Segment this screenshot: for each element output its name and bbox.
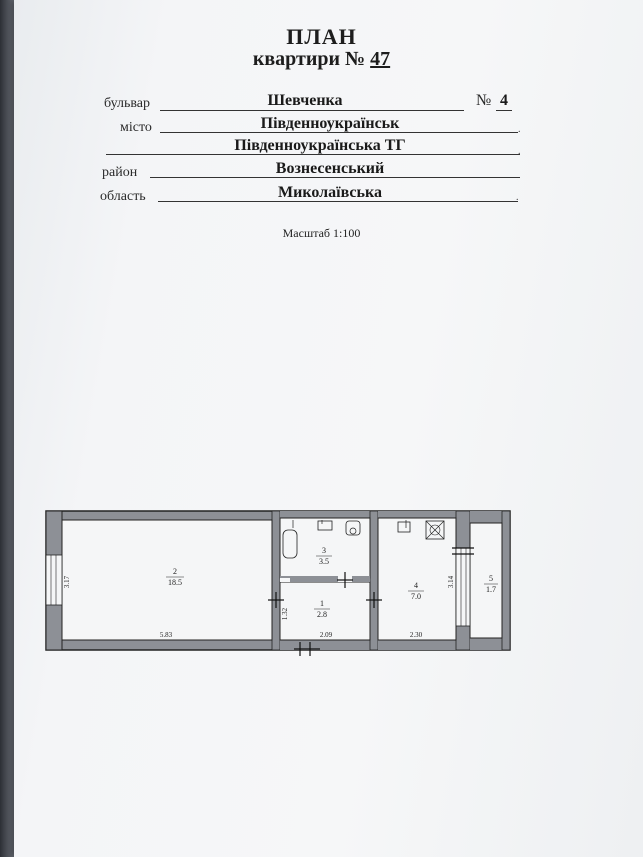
community-value: Південноукраїнська ТГ bbox=[234, 137, 406, 154]
document-page bbox=[14, 0, 643, 857]
page-binding-edge bbox=[0, 0, 14, 857]
room-3-number: 3 bbox=[322, 546, 326, 555]
district-value: Вознесенський bbox=[275, 160, 385, 177]
room-4-area: 7.0 bbox=[411, 592, 421, 601]
scale-label: Масштаб 1:100 bbox=[282, 226, 361, 240]
region-underline bbox=[158, 201, 518, 202]
room-2-area: 18.5 bbox=[168, 578, 182, 587]
street-label: бульвар bbox=[104, 96, 150, 111]
dim-room2-width: 5.83 bbox=[160, 631, 173, 639]
room-3-area: 3.5 bbox=[319, 557, 329, 566]
dim-kitchen-width: 2.30 bbox=[410, 631, 423, 639]
district-label: район bbox=[102, 165, 138, 180]
room-4-number: 4 bbox=[414, 581, 418, 590]
house-label: № bbox=[476, 92, 492, 109]
room-1-area: 2.8 bbox=[317, 610, 327, 619]
street-underline bbox=[160, 110, 464, 111]
community-underline bbox=[106, 154, 520, 155]
district-row: район Вознесенський bbox=[0, 160, 643, 181]
apartment-subtitle: квартири № 47 bbox=[0, 48, 643, 71]
district-underline bbox=[150, 177, 520, 178]
dimension-labels: 3.17 5.83 1.32 2.09 2.30 3.14 bbox=[63, 575, 455, 639]
room-2-number: 2 bbox=[173, 567, 177, 576]
subtitle-prefix: квартири № bbox=[252, 48, 366, 70]
region-value: Миколаївська bbox=[278, 184, 382, 201]
kitchen-sink-icon bbox=[397, 521, 411, 533]
house-value: 4 bbox=[500, 92, 508, 109]
dim-left-height: 3.17 bbox=[63, 575, 71, 588]
street-value: Шевченка bbox=[267, 92, 343, 109]
region-row: область Миколаївська . bbox=[100, 184, 519, 204]
dim-hall-height: 1.32 bbox=[281, 607, 289, 620]
apartment-number: 47 bbox=[370, 48, 391, 70]
community-row: Південноукраїнська ТГ . bbox=[0, 137, 643, 158]
dim-hall-width: 2.09 bbox=[320, 631, 333, 639]
door-marks bbox=[268, 547, 474, 656]
toilet-icon bbox=[345, 520, 361, 536]
window-left bbox=[45, 554, 63, 606]
page-title: ПЛАН bbox=[286, 24, 357, 49]
stove-icon bbox=[425, 520, 445, 540]
window-balcony bbox=[455, 547, 471, 627]
region-label: область bbox=[100, 189, 146, 204]
room-5-number: 5 bbox=[489, 574, 493, 583]
bathtub-icon bbox=[282, 529, 298, 559]
room-labels: 2 18.5 3 3.5 1 2.8 4 7.0 5 1.7 bbox=[166, 546, 498, 619]
city-label: місто bbox=[120, 120, 152, 135]
room-1-number: 1 bbox=[320, 599, 324, 608]
city-underline bbox=[160, 132, 518, 133]
sink-icon bbox=[317, 520, 333, 531]
room-5-area: 1.7 bbox=[486, 585, 496, 594]
dim-kitchen-height: 3.14 bbox=[447, 575, 455, 588]
city-row: місто Південноукраїнськ . bbox=[120, 115, 521, 135]
house-underline bbox=[496, 110, 512, 111]
vent-marks bbox=[292, 520, 407, 528]
city-value: Південноукраїнськ bbox=[260, 115, 400, 132]
street-row: бульвар Шевченка № 4 bbox=[0, 92, 643, 112]
